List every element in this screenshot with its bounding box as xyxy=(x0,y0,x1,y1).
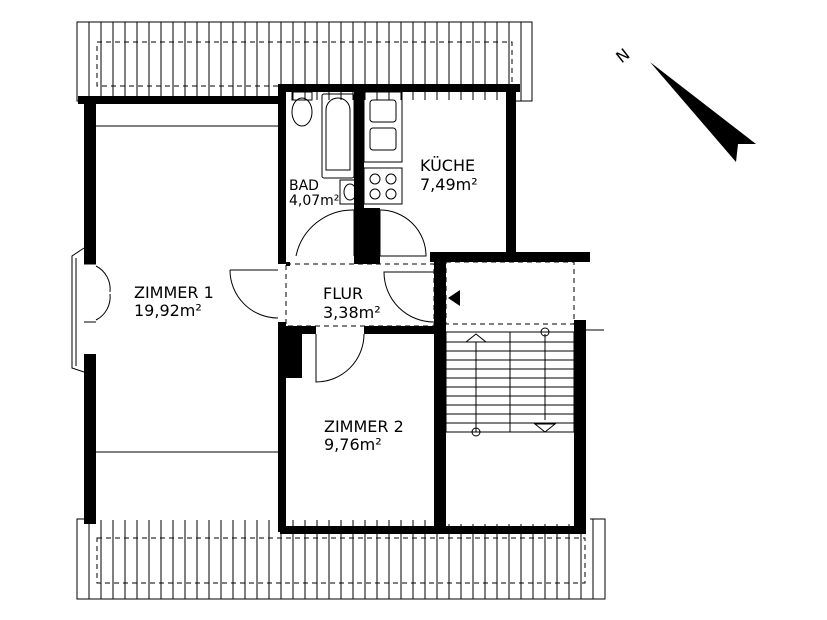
doors xyxy=(229,209,435,383)
bad-name: BAD xyxy=(289,178,319,194)
zimmer2-area: 9,76m² xyxy=(324,435,382,454)
room-labels: ZIMMER 1 19,92m² ZIMMER 2 9,76m² KÜCHE 7… xyxy=(134,156,478,454)
bathroom-fixtures xyxy=(291,91,357,205)
zimmer1-area: 19,92m² xyxy=(134,301,202,320)
zimmer2-name: ZIMMER 2 xyxy=(324,417,404,436)
north-label: N xyxy=(612,45,633,67)
knee-wall-lines xyxy=(96,125,278,453)
zimmer1-name: ZIMMER 1 xyxy=(134,283,214,302)
flur-area: 3,38m² xyxy=(323,303,381,322)
entry-arrow-icon xyxy=(448,290,460,306)
balcony-window xyxy=(71,247,111,373)
kueche-area: 7,49m² xyxy=(420,175,478,194)
walls xyxy=(78,84,590,534)
kitchen-fixtures xyxy=(363,91,403,205)
kueche-name: KÜCHE xyxy=(420,156,475,175)
staircase xyxy=(445,327,575,437)
bad-area: 4,07m² xyxy=(289,193,339,209)
flur-name: FLUR xyxy=(323,284,363,303)
north-arrow: N xyxy=(612,45,756,162)
